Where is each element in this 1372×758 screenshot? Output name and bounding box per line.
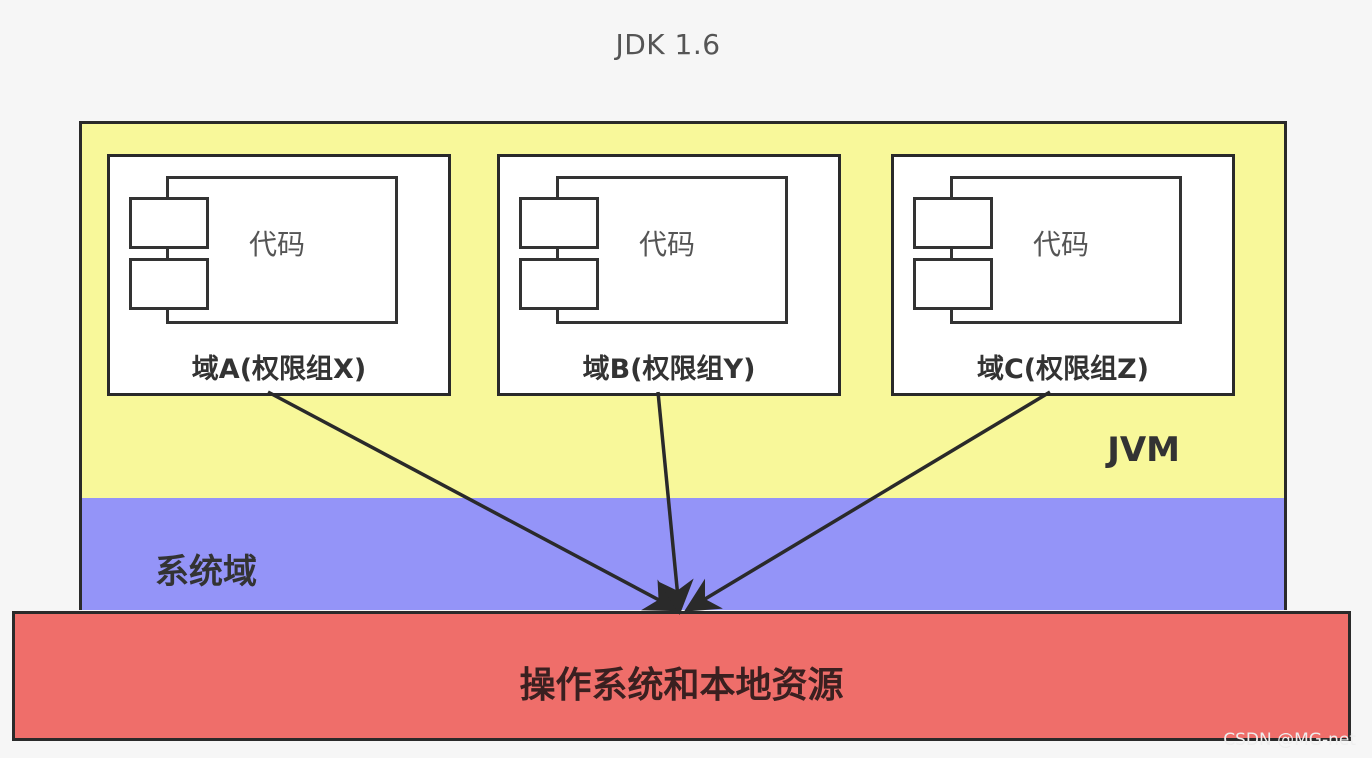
code-label: 代码 bbox=[1033, 228, 1090, 261]
domain-b-label: 域B(权限组Y) bbox=[582, 354, 756, 385]
watermark: CSDN @MG-net bbox=[1223, 730, 1356, 750]
domain-a-label: 域A(权限组X) bbox=[191, 354, 367, 385]
os-resources-label: 操作系统和本地资源 bbox=[519, 665, 844, 706]
code-label: 代码 bbox=[249, 228, 306, 261]
code-component: 代码 bbox=[556, 176, 788, 324]
system-domain-layer: 系统域 bbox=[79, 498, 1287, 610]
component-port-icon bbox=[519, 197, 599, 249]
domain-a-box: 代码 域A(权限组X) bbox=[107, 154, 451, 396]
component-port-icon bbox=[913, 258, 993, 310]
domain-c-label: 域C(权限组Z) bbox=[976, 354, 1150, 385]
domain-c-box: 代码 域C(权限组Z) bbox=[891, 154, 1235, 396]
jvm-label: JVM bbox=[1107, 430, 1180, 470]
component-port-icon bbox=[129, 197, 209, 249]
component-port-icon bbox=[519, 258, 599, 310]
component-port-icon bbox=[913, 197, 993, 249]
diagram-title: JDK 1.6 bbox=[615, 28, 721, 61]
code-label: 代码 bbox=[639, 228, 696, 261]
system-domain-label: 系统域 bbox=[155, 552, 257, 592]
domain-b-box: 代码 域B(权限组Y) bbox=[497, 154, 841, 396]
os-resources-layer: 操作系统和本地资源 bbox=[12, 611, 1351, 741]
component-port-icon bbox=[129, 258, 209, 310]
jvm-container: 代码 域A(权限组X) 代码 域B(权限组Y) 代码 域C(权限组Z) JVM bbox=[79, 121, 1287, 501]
